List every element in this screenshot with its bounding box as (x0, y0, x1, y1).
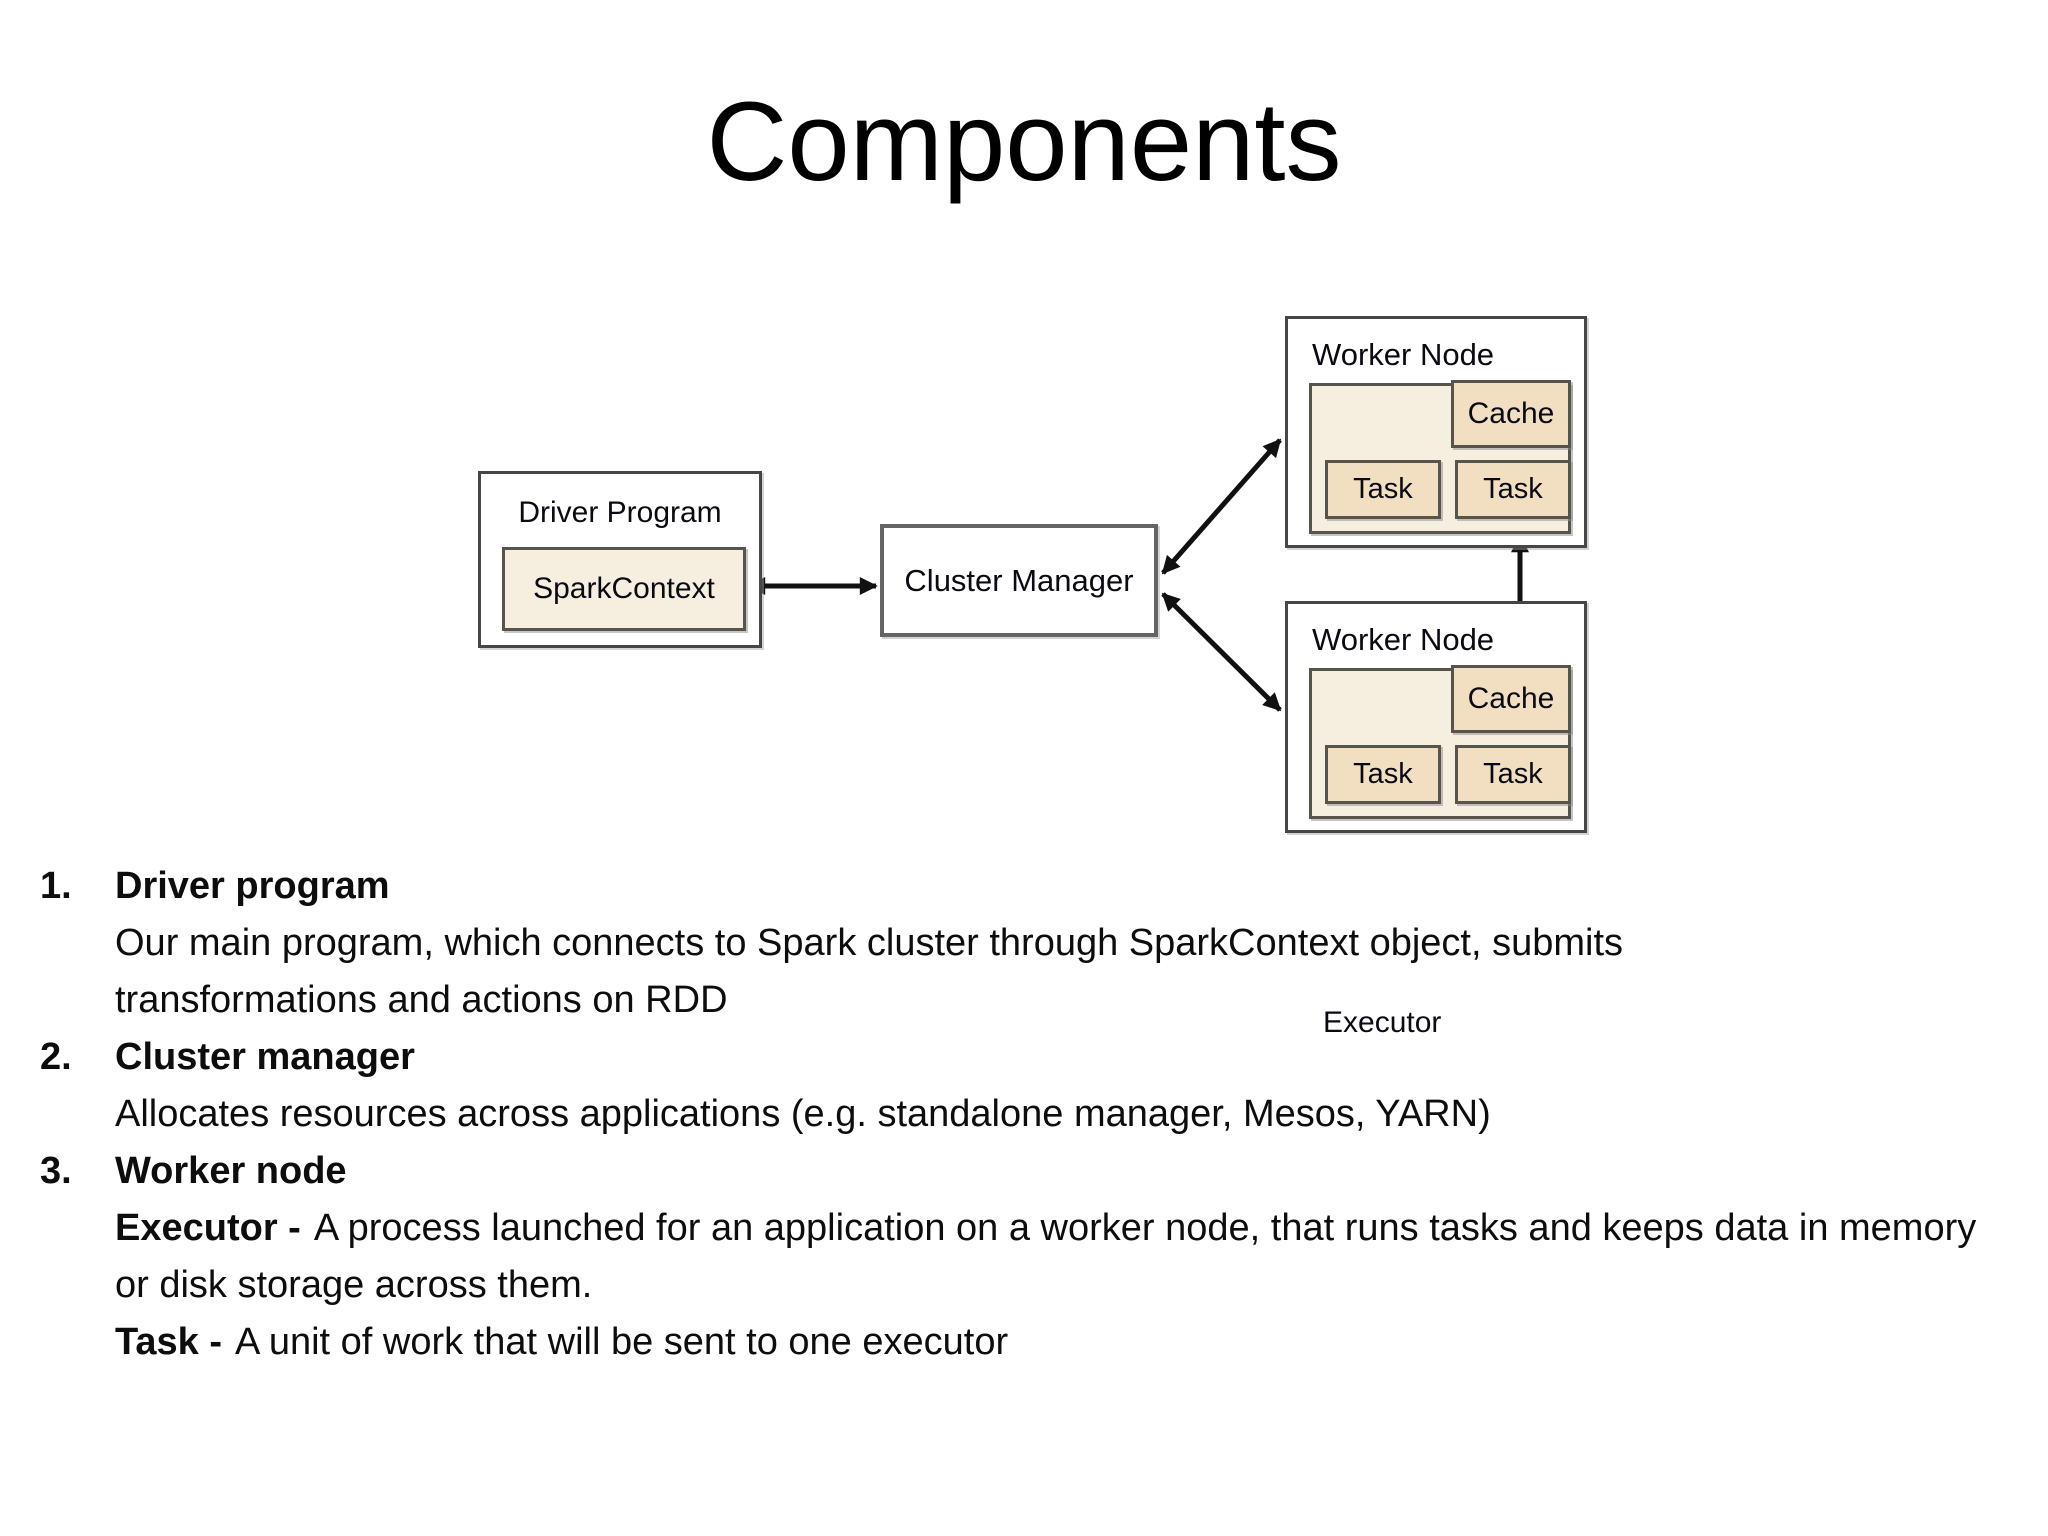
list-item-heading-row: 1. Driver program (40, 858, 2015, 915)
list-body: Allocates resources across applications … (115, 1093, 1491, 1135)
cache-label: Cache (1467, 397, 1555, 430)
worker-node-bottom-label: Worker Node (1312, 622, 1495, 657)
worker-node-top-box: Worker Node Executor Cache Task Task (1285, 316, 1587, 754)
list-number: 1. (40, 865, 72, 907)
list-item: 1. Driver program Our main program, whic… (40, 858, 2015, 1029)
list-heading: Worker node (115, 1150, 347, 1192)
list-item-heading-row: 3. Worker node (40, 1143, 2015, 1200)
spark-context-box: SparkContext (502, 547, 746, 631)
list-number: 3. (40, 1150, 72, 1192)
definition-executor: Executor -A process launched for an appl… (115, 1200, 2015, 1314)
driver-program-label: Driver Program (518, 496, 722, 529)
slide-title: Components (706, 79, 1342, 204)
definition-text: A unit of work that will be sent to one … (235, 1321, 1009, 1363)
cluster-manager-label: Cluster Manager (904, 562, 1134, 598)
list-body: Our main program, which connects to Spar… (115, 922, 1624, 1021)
list-item: 3. Worker node Executor -A process launc… (40, 1143, 2015, 1371)
task-label: Task (1353, 473, 1413, 505)
cache-label: Cache (1467, 682, 1555, 715)
task-box: Task (1325, 745, 1441, 804)
list-heading: Driver program (115, 865, 390, 907)
definition-task: Task - A unit of work that will be sent t… (115, 1314, 2015, 1371)
definition-text: A process launched for an application on… (115, 1207, 1977, 1306)
cache-box: Cache (1451, 665, 1571, 733)
list-item-heading-row: 2. Cluster manager (40, 1029, 2015, 1086)
task-box: Task (1455, 745, 1571, 804)
definition-term: Task - (115, 1321, 223, 1363)
spark-context-label: SparkContext (533, 572, 715, 605)
driver-program-box: Driver Program SparkContext (478, 471, 762, 648)
list-item: 2. Cluster manager Allocates resources a… (40, 1029, 2015, 1143)
executor-label: Executor (1323, 1006, 1442, 1039)
task-box: Task (1325, 460, 1441, 519)
component-list: 1. Driver program Our main program, whic… (40, 858, 2015, 1371)
arrow-clustermanager-workertop (1161, 438, 1282, 575)
definition-term: Executor - (115, 1207, 301, 1249)
list-number: 2. (40, 1036, 72, 1078)
cluster-manager-box: Cluster Manager (880, 524, 1158, 637)
worker-node-bottom-box: Worker Node Executor Cache Task Task (1285, 601, 1587, 1039)
cache-box: Cache (1451, 380, 1571, 448)
list-heading: Cluster manager (115, 1036, 415, 1078)
task-label: Task (1483, 473, 1543, 505)
task-label: Task (1483, 758, 1543, 790)
worker-node-top-label: Worker Node (1312, 337, 1495, 372)
arrow-clustermanager-workerbottom (1161, 592, 1282, 712)
task-box: Task (1455, 460, 1571, 519)
task-label: Task (1353, 758, 1413, 790)
